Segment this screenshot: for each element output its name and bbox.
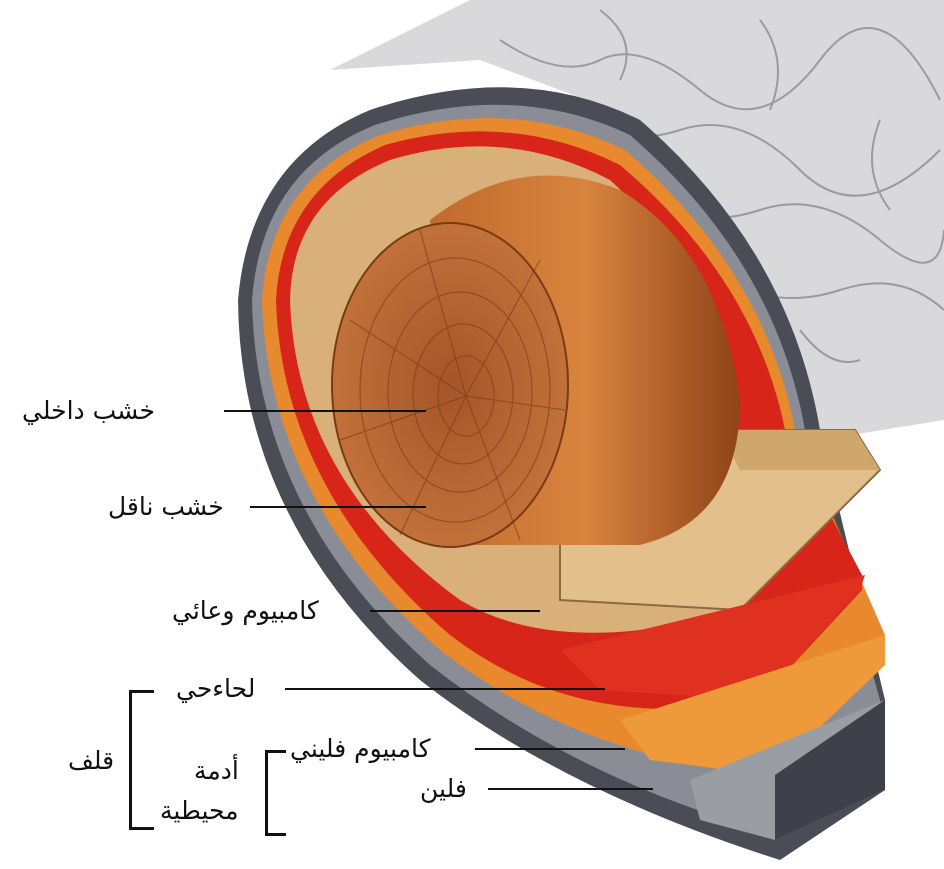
- label-heartwood: خشب داخلي: [22, 396, 155, 425]
- growth-rings: [339, 229, 566, 541]
- phloem-slab: [620, 635, 885, 775]
- pointer-living-phloem: [285, 688, 605, 690]
- label-living-phloem: لحاءحي: [176, 674, 256, 703]
- pointer-heartwood: [224, 410, 426, 412]
- cork-slab-edge: [775, 700, 885, 840]
- bark-texture: [499, 9, 944, 363]
- bark-bracket: [129, 690, 154, 830]
- label-sapwood: خشب ناقل: [108, 492, 224, 521]
- cambium-slab: [560, 575, 865, 700]
- periderm-bracket: [265, 750, 286, 836]
- label-bark: قلف: [68, 746, 115, 775]
- pointer-cork-cambium: [475, 748, 625, 750]
- sapwood-slab-top: [720, 430, 880, 470]
- pointer-vascular-cambium: [370, 610, 540, 612]
- pointer-sapwood: [250, 506, 426, 508]
- label-cork-cambium: كامبيوم فليني: [290, 734, 431, 763]
- label-periderm-2: محيطية: [160, 796, 239, 825]
- label-periderm-1: أدمة: [194, 756, 239, 785]
- pointer-cork: [488, 788, 653, 790]
- label-vascular-cambium: كامبيوم وعائي: [172, 596, 319, 625]
- label-cork: فلين: [420, 774, 467, 803]
